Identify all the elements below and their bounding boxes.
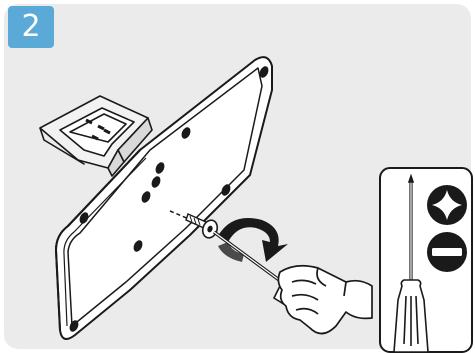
clockwise-arrow-icon <box>218 218 288 262</box>
phillips-head-icon <box>427 185 467 225</box>
tool-inset <box>380 168 472 352</box>
tv-back-panel <box>56 57 272 339</box>
step-number-badge: 2 <box>8 6 54 48</box>
flathead-icon <box>427 232 467 272</box>
hand-icon <box>278 266 372 334</box>
